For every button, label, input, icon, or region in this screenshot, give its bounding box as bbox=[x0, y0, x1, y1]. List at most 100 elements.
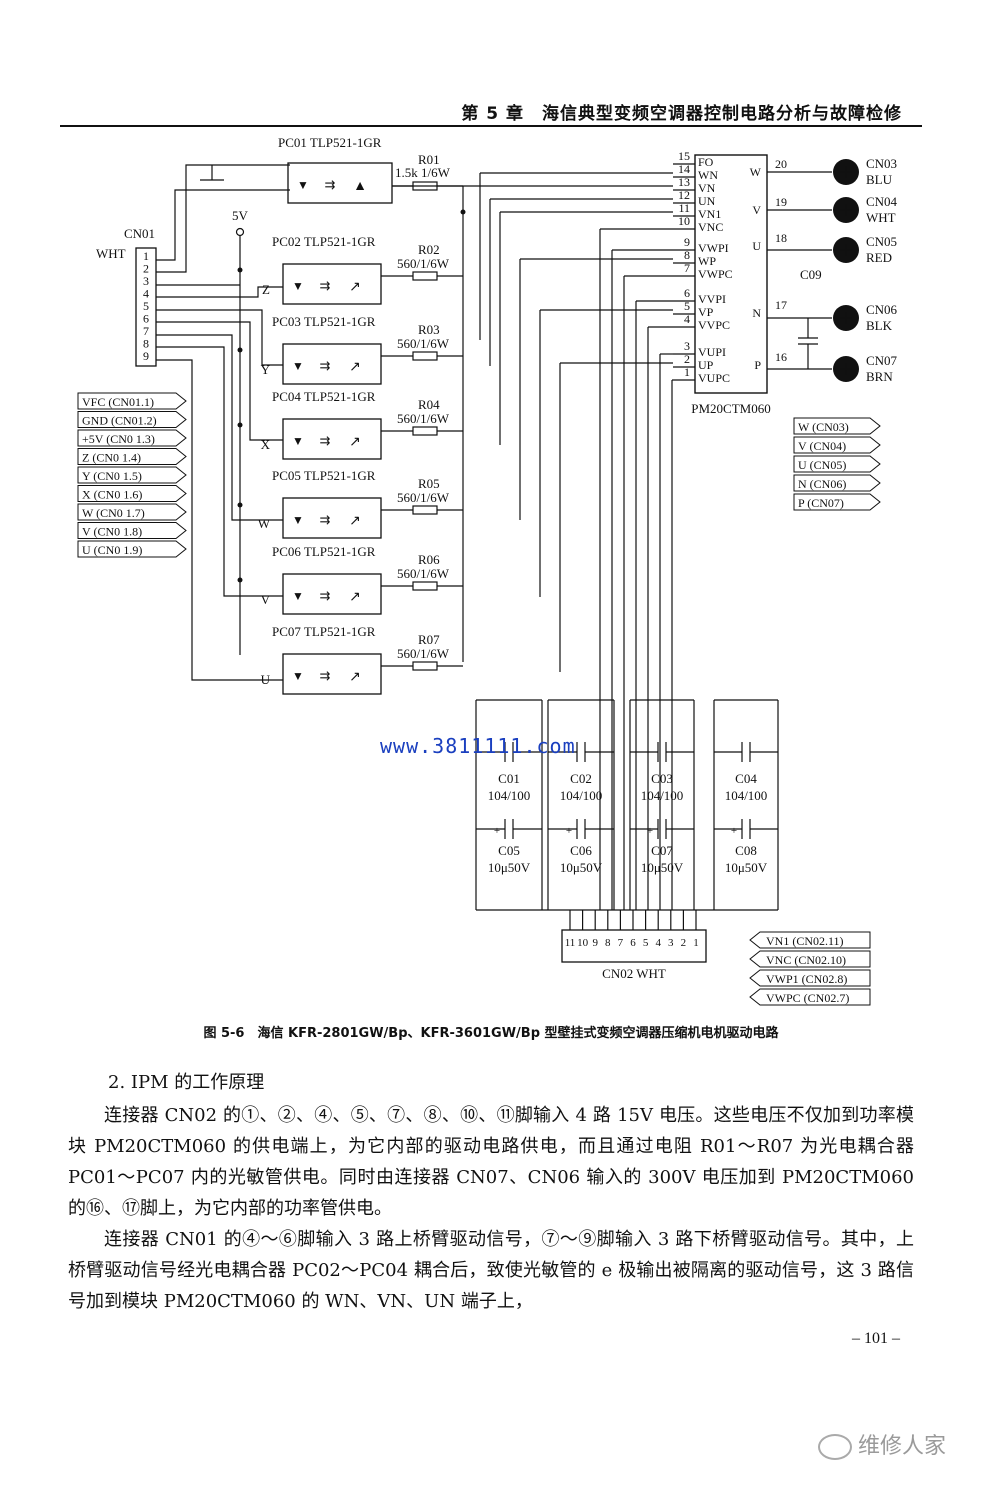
output-connector-name: CN04 bbox=[866, 194, 898, 209]
photo-transistor-icon: ↗ bbox=[349, 670, 361, 685]
output-wire-color: BLK bbox=[866, 318, 893, 333]
wire bbox=[156, 286, 283, 298]
paragraph-2: 连接器 CN01 的④～⑥脚输入 3 路上桥臂驱动信号，⑦～⑨脚输入 3 路下桥… bbox=[68, 1224, 914, 1317]
cn02-pin-number: 1 bbox=[693, 937, 699, 949]
ipm-pin-label: WN bbox=[698, 168, 718, 182]
resistor-value: 560/1/6W bbox=[397, 490, 450, 505]
opto-signal-label: Z bbox=[262, 282, 270, 297]
ipm-pin-label: FO bbox=[698, 155, 714, 169]
left-signal-tag-text: X (CN0 1.6) bbox=[82, 488, 142, 502]
polarity-mark: + bbox=[731, 825, 737, 837]
figure-caption: 图 5-6 海信 KFR-2801GW/Bp、KFR-3601GW/Bp 型壁挂… bbox=[203, 1026, 779, 1041]
resistor-value: 560/1/6W bbox=[397, 566, 450, 581]
opto-body bbox=[282, 653, 382, 695]
wechat-icon bbox=[817, 1434, 852, 1460]
led-icon: ▼ bbox=[292, 513, 304, 527]
cn02-pin-number: 3 bbox=[668, 937, 674, 949]
led-icon: ▼ bbox=[292, 669, 304, 683]
right-signal-tag-text: N (CN06) bbox=[798, 477, 846, 491]
opto-name: PC02 TLP521-1GR bbox=[272, 234, 376, 249]
opto-body bbox=[287, 162, 393, 204]
bottom-signal-tag bbox=[749, 950, 871, 968]
opto-body bbox=[282, 573, 382, 615]
capacitor-value: 10μ50V bbox=[725, 860, 768, 875]
opto-name: PC05 TLP521-1GR bbox=[272, 468, 376, 483]
paragraph-1: 连接器 CN02 的①、②、④、⑤、⑦、⑧、⑩、⑪脚输入 4 路 15V 电压。… bbox=[68, 1100, 914, 1224]
cn02-pin-number: 5 bbox=[643, 937, 649, 949]
ipm-pin-label: VP bbox=[698, 305, 714, 319]
light-arrow-icon: ⇉ bbox=[320, 433, 331, 448]
ipm-pin-label: VUPI bbox=[698, 345, 726, 359]
capacitor-value: 10μ50V bbox=[560, 860, 603, 875]
capacitor-value: 10μ50V bbox=[488, 860, 531, 875]
wire bbox=[156, 359, 283, 681]
resistor bbox=[412, 426, 438, 436]
capacitor-name: C03 bbox=[651, 771, 673, 786]
bottom-signal-tag-text: VWP1 (CN02.8) bbox=[766, 972, 847, 986]
ipm-pin-number: 9 bbox=[684, 235, 690, 249]
photo-transistor-icon: ↗ bbox=[349, 435, 361, 450]
output-connector-name: CN03 bbox=[866, 156, 897, 171]
left-signal-tag bbox=[77, 448, 187, 465]
resistor bbox=[412, 351, 438, 361]
ipm-pin-number: 10 bbox=[678, 214, 690, 228]
cn01-pin-number: 5 bbox=[143, 299, 149, 313]
right-signal-tag bbox=[793, 455, 881, 473]
5v-terminal bbox=[235, 227, 245, 237]
led-icon: ▼ bbox=[292, 279, 304, 293]
capacitor-name: C01 bbox=[498, 771, 520, 786]
capacitor-value: 104/100 bbox=[725, 788, 768, 803]
opto-body bbox=[282, 263, 382, 305]
cn01-pin-number: 6 bbox=[143, 312, 149, 326]
resistor-value: 560/1/6W bbox=[397, 646, 450, 661]
ipm-pin-number: 4 bbox=[684, 312, 690, 326]
cn02-pin-number: 6 bbox=[630, 937, 636, 949]
bottom-signal-tag bbox=[749, 988, 871, 1006]
junction-dot bbox=[237, 502, 243, 508]
right-signal-tag-text: U (CN05) bbox=[798, 458, 846, 472]
opto-name: PC01 TLP521-1GR bbox=[278, 135, 382, 150]
junction-dot bbox=[237, 267, 243, 273]
photo-transistor-icon: ↗ bbox=[349, 590, 361, 605]
cn02-pin-number: 7 bbox=[618, 937, 624, 949]
resistor-value: 1.5k 1/6W bbox=[395, 165, 451, 180]
cn01-pin-number: 1 bbox=[143, 249, 149, 263]
right-signal-tag-text: P (CN07) bbox=[798, 496, 844, 510]
output-wire-color: WHT bbox=[866, 210, 896, 225]
cn02-pin-number: 8 bbox=[605, 937, 611, 949]
cn01-pin-number: 9 bbox=[143, 349, 149, 363]
led-icon: ▼ bbox=[297, 178, 309, 192]
ipm-pin-label: V bbox=[752, 203, 761, 217]
brand-text: 维修人家 bbox=[857, 1434, 946, 1459]
left-signal-tag bbox=[77, 466, 187, 484]
led-icon: ▼ bbox=[292, 434, 304, 448]
capacitor-name: C08 bbox=[735, 843, 757, 858]
left-signal-tag bbox=[77, 522, 187, 539]
junction-dot bbox=[237, 347, 243, 353]
ipm-pin-label: P bbox=[754, 358, 761, 372]
wire bbox=[156, 334, 283, 521]
ipm-pin-number: 18 bbox=[775, 231, 787, 245]
output-connector-name: CN06 bbox=[866, 302, 898, 317]
ipm-pin-label: VNC bbox=[698, 220, 723, 234]
ipm-box bbox=[694, 154, 768, 394]
left-signal-tag bbox=[77, 429, 187, 447]
cn02-pin-number: 2 bbox=[681, 937, 687, 949]
resistor-name: R05 bbox=[418, 476, 440, 491]
cn01-name: CN01 bbox=[124, 226, 155, 241]
ipm-pin-label: VVPC bbox=[698, 318, 730, 332]
left-signal-tag bbox=[77, 411, 187, 428]
ipm-pin-label: W bbox=[750, 165, 762, 179]
ipm-pin-number: 2 bbox=[684, 352, 690, 366]
ipm-pin-number: 3 bbox=[684, 339, 690, 353]
cn02-pin-number: 10 bbox=[577, 937, 589, 949]
ipm-pin-number: 1 bbox=[684, 365, 690, 379]
bottom-signal-tag-text: VN1 (CN02.11) bbox=[766, 934, 844, 948]
c09-name: C09 bbox=[800, 267, 822, 282]
brand-watermark: 维修人家 bbox=[817, 1428, 946, 1460]
cn01-body bbox=[135, 247, 157, 367]
left-signal-tag-text: U (CN0 1.9) bbox=[82, 543, 142, 557]
photo-transistor-icon: ↗ bbox=[349, 360, 361, 375]
resistor-name: R06 bbox=[418, 552, 440, 567]
resistor bbox=[412, 661, 438, 671]
